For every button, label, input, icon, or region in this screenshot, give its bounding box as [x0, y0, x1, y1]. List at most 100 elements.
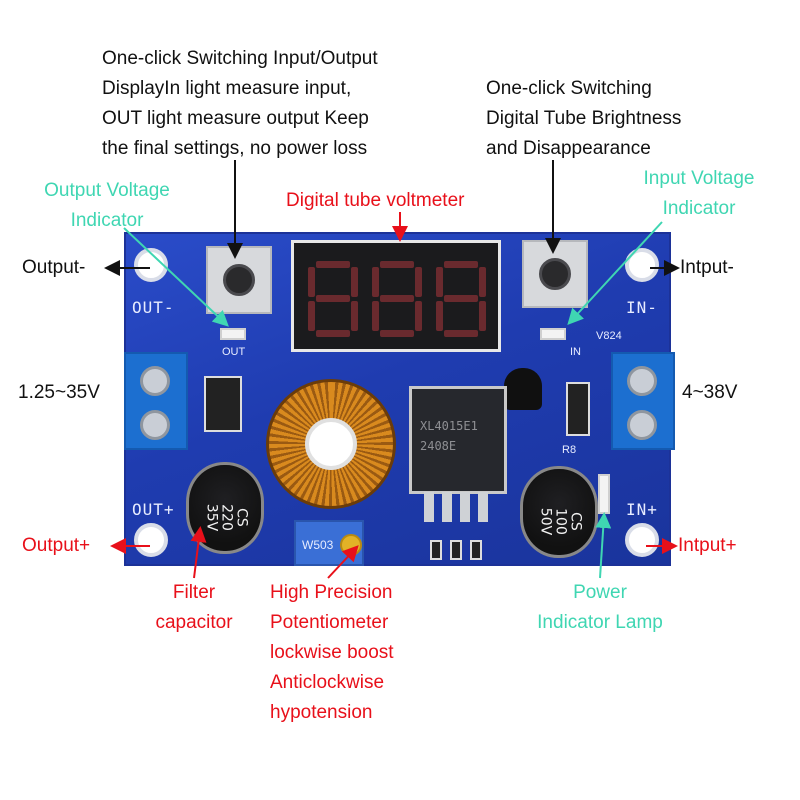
description-line: One-click Switching Input/Output	[102, 48, 378, 69]
filter-capacitor-label: Filter capacitor	[142, 578, 246, 638]
output-voltage-indicator-label: Output Voltage Indicator	[18, 176, 196, 236]
description-line: and Disappearance	[486, 138, 651, 159]
display-segment	[444, 330, 478, 337]
output-display-switch-button[interactable]	[206, 246, 272, 314]
output-terminal-block	[124, 352, 188, 450]
description-line: the final settings, no power loss	[102, 138, 368, 159]
display-segment	[316, 330, 350, 337]
potentiometer[interactable]: W503	[294, 520, 364, 566]
mounting-hole	[134, 523, 168, 557]
display-segment	[372, 301, 379, 331]
silk-in: IN	[570, 346, 581, 358]
description-line: DisplayIn light measure input,	[102, 78, 352, 99]
smd-part	[430, 540, 442, 560]
input-voltage-indicator-label: Input Voltage Indicator	[616, 164, 782, 224]
filter-capacitor: CS 220 35V	[186, 462, 264, 554]
output-voltage-range: 1.25~35V	[18, 382, 100, 403]
display-segment	[308, 267, 315, 297]
cap-marking-line: CS	[567, 512, 584, 531]
output-plus-label: Output+	[22, 535, 91, 556]
display-segment	[436, 267, 443, 297]
ic-leg	[442, 492, 452, 522]
smd-diode	[204, 376, 242, 432]
display-segment	[444, 295, 478, 302]
label-line: Anticlockwise	[270, 672, 385, 693]
button-cap	[539, 258, 571, 290]
cap-marking: CS 100 50V	[537, 487, 584, 557]
display-segment	[479, 267, 486, 297]
label-line: Indicator Lamp	[537, 612, 663, 633]
display-segment	[444, 261, 478, 268]
cap-marking: CS 220 35V	[203, 483, 250, 553]
digital-tube-voltmeter-label: Digital tube voltmeter	[286, 190, 465, 211]
ic-leg	[478, 492, 488, 522]
display-segment	[308, 301, 315, 331]
display-segment	[380, 261, 414, 268]
input-voltage-indicator-led	[540, 328, 566, 340]
output-minus-label: Output-	[22, 257, 86, 278]
input-voltage-range: 4~38V	[682, 382, 738, 403]
display-segment	[479, 301, 486, 331]
label-line: Output Voltage	[44, 180, 170, 201]
description-line: One-click Switching	[486, 78, 652, 99]
transistor	[504, 368, 542, 410]
xl4015-ic: XL4015E1 2408E	[409, 386, 507, 494]
potentiometer-label: High Precision Potentiometer lockwise bo…	[270, 578, 394, 728]
display-digit	[436, 261, 486, 337]
ic-marking-line2: 2408E	[420, 439, 457, 453]
display-segment	[351, 267, 358, 297]
display-segment	[436, 301, 443, 331]
label-line: Indicator	[662, 198, 736, 219]
silk-in-plus: IN+	[626, 500, 658, 519]
description-line: OUT light measure output Keep	[102, 108, 369, 129]
terminal-screw	[140, 366, 170, 396]
display-segment	[415, 267, 422, 297]
label-line: Indicator	[70, 210, 144, 231]
ic-leg	[460, 492, 470, 522]
smd-resistor	[566, 382, 590, 436]
output-voltage-indicator-led	[220, 328, 246, 340]
power-indicator-lamp-label: Power Indicator Lamp	[520, 578, 680, 638]
display-segment	[380, 295, 414, 302]
brightness-switch-button[interactable]	[522, 240, 588, 308]
input-plus-label: Intput+	[678, 535, 737, 556]
display-segment	[372, 267, 379, 297]
display-segment	[380, 330, 414, 337]
cap-marking-line: 220	[218, 504, 235, 531]
top-left-description: One-click Switching Input/Output Display…	[102, 44, 378, 164]
label-line: capacitor	[155, 612, 233, 633]
mounting-hole	[625, 248, 659, 282]
cap-marking-line: 50V	[537, 507, 554, 536]
silk-out: OUT	[222, 346, 246, 358]
cap-marking-line: 100	[552, 508, 569, 535]
terminal-screw	[627, 366, 657, 396]
inductor-core	[305, 418, 357, 470]
silk-out-minus: OUT-	[132, 298, 175, 317]
power-indicator-led	[598, 474, 610, 514]
buck-converter-board: OUT- OUT+ IN- IN+ OUT IN V824 R8 XL4015E…	[124, 232, 675, 566]
ic-marking-line1: XL4015E1	[420, 419, 478, 433]
label-line: hypotension	[270, 702, 373, 723]
mounting-hole	[625, 523, 659, 557]
display-segment	[316, 295, 350, 302]
smd-part	[470, 540, 482, 560]
label-line: Potentiometer	[270, 612, 389, 633]
input-capacitor: CS 100 50V	[520, 466, 598, 558]
label-line: Power	[573, 582, 627, 603]
label-line: lockwise boost	[270, 642, 394, 663]
terminal-screw	[627, 410, 657, 440]
cap-marking-line: 35V	[203, 503, 220, 532]
button-cap	[223, 264, 255, 296]
label-line: Filter	[172, 582, 216, 603]
input-minus-label: Intput-	[680, 257, 734, 278]
description-line: Digital Tube Brightness	[486, 108, 682, 129]
display-segment	[316, 261, 350, 268]
smd-part	[450, 540, 462, 560]
display-digit	[372, 261, 422, 337]
terminal-screw	[140, 410, 170, 440]
pot-adjust-screw[interactable]	[340, 534, 362, 556]
label-line: High Precision	[270, 582, 393, 603]
display-segment	[351, 301, 358, 331]
ic-leg	[424, 492, 434, 522]
digital-tube-display	[291, 240, 501, 352]
